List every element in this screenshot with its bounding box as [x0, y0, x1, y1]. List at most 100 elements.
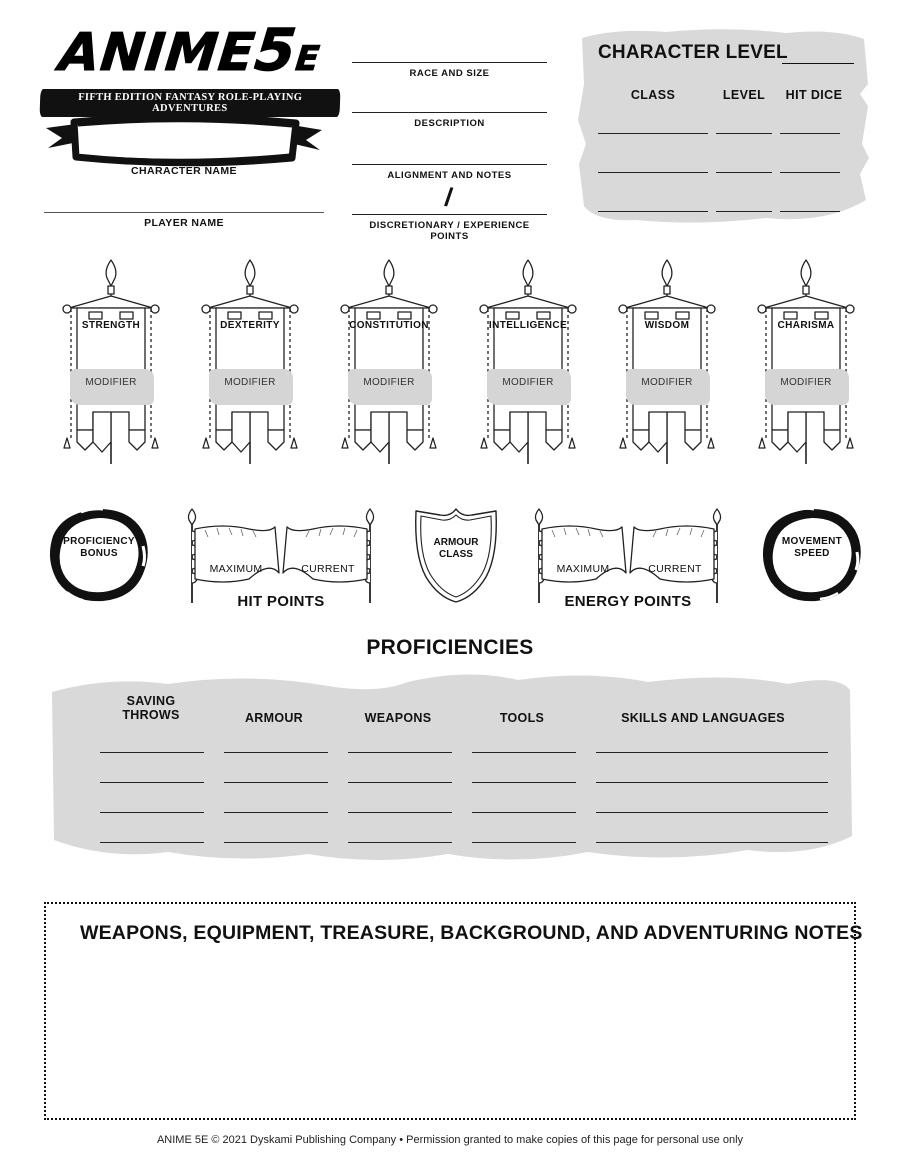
class-input-line-2[interactable]: [598, 172, 708, 173]
ability-name-wisdom: WISDOM: [644, 320, 690, 331]
flag-pair-icon: [534, 508, 722, 603]
flag-pair-icon: [187, 508, 375, 603]
level-input-line-2[interactable]: [716, 172, 772, 173]
hit-points-title: HIT POINTS: [237, 593, 325, 610]
brush-circle-icon: [762, 506, 861, 602]
energy-points-current-label: CURRENT: [648, 563, 702, 575]
saving-throws-line-2[interactable]: [100, 782, 204, 783]
ability-name-constitution: CONSTITUTION: [349, 320, 429, 331]
banner-icon: [62, 259, 160, 464]
modifier-box-wisdom[interactable]: [626, 369, 710, 405]
modifier-label-strength: MODIFIER: [85, 377, 137, 388]
movement-speed-label: MOVEMENT SPEED: [760, 536, 864, 560]
xp-slash-mark: /: [443, 181, 455, 213]
saving-throws-line-3[interactable]: [100, 812, 204, 813]
ability-name-charisma: CHARISMA: [777, 320, 835, 331]
modifier-box-constitution[interactable]: [348, 369, 432, 405]
armour-line-3[interactable]: [224, 812, 328, 813]
hit-dice-input-line-2[interactable]: [780, 172, 840, 173]
weapons-line-1[interactable]: [348, 752, 452, 753]
tools-line-3[interactable]: [472, 812, 576, 813]
level-input-line-3[interactable]: [716, 211, 772, 212]
character-name-label: CHARACTER NAME: [131, 165, 237, 177]
banner-icon: [479, 259, 577, 464]
armour-line-1[interactable]: [224, 752, 328, 753]
ability-banner-strength[interactable]: STRENGTH MODIFIER: [45, 252, 177, 472]
race-and-size-input-line[interactable]: [352, 62, 547, 63]
class-input-line-3[interactable]: [598, 211, 708, 212]
character-level-panel: [576, 24, 872, 230]
skills-and-languages-line-4[interactable]: [596, 842, 828, 843]
saving-throws-line-1[interactable]: [100, 752, 204, 753]
class-input-line-1[interactable]: [598, 133, 708, 134]
modifier-box-charisma[interactable]: [765, 369, 849, 405]
proficiency-bonus-circle[interactable]: PROFICIENCY BONUS: [47, 506, 151, 604]
ability-banner-constitution[interactable]: CONSTITUTION MODIFIER: [323, 252, 455, 472]
level-input-line-1[interactable]: [716, 133, 772, 134]
column-header-hit-dice: HIT DICE: [785, 88, 843, 102]
tools-line-2[interactable]: [472, 782, 576, 783]
tools-line-4[interactable]: [472, 842, 576, 843]
armour-class-line2: CLASS: [439, 549, 473, 560]
gray-paint-swatch: [578, 29, 869, 223]
modifier-box-dexterity[interactable]: [209, 369, 293, 405]
player-name-label: PLAYER NAME: [144, 217, 224, 229]
shield-icon: [415, 508, 497, 603]
modifier-box-intelligence[interactable]: [487, 369, 571, 405]
banner-icon: [757, 259, 855, 464]
prof-column-header-tools: TOOLS: [499, 711, 545, 725]
skills-and-languages-line-1[interactable]: [596, 752, 828, 753]
ability-name-dexterity: DEXTERITY: [220, 320, 280, 331]
weapons-line-3[interactable]: [348, 812, 452, 813]
tools-line-1[interactable]: [472, 752, 576, 753]
description-label: DESCRIPTION: [414, 118, 485, 129]
energy-points-group[interactable]: MAXIMUM CURRENT ENERGY POINTS: [530, 503, 726, 613]
prof-column-header-weapons: WEAPONS: [364, 711, 432, 725]
ability-banner-charisma[interactable]: CHARISMA MODIFIER: [740, 252, 872, 472]
adventuring-notes-box[interactable]: [44, 902, 856, 1120]
column-header-level: LEVEL: [722, 88, 766, 102]
movement-speed-circle[interactable]: MOVEMENT SPEED: [760, 506, 864, 604]
experience-points-input-line[interactable]: [352, 214, 547, 215]
alignment-and-notes-input-line[interactable]: [352, 164, 547, 165]
hit-points-group[interactable]: MAXIMUM CURRENT HIT POINTS: [183, 503, 379, 613]
armour-class-shield[interactable]: ARMOUR CLASS: [410, 505, 502, 605]
character-name-ribbon[interactable]: [34, 112, 334, 174]
movement-speed-line1: MOVEMENT: [781, 536, 843, 547]
skills-and-languages-line-3[interactable]: [596, 812, 828, 813]
armour-class-line1: ARMOUR: [433, 537, 479, 548]
skills-and-languages-line-2[interactable]: [596, 782, 828, 783]
modifier-box-strength[interactable]: [70, 369, 154, 405]
banner-icon: [618, 259, 716, 464]
proficiencies-title: PROFICIENCIES: [366, 636, 534, 659]
ability-banner-wisdom[interactable]: WISDOM MODIFIER: [601, 252, 733, 472]
ability-banner-dexterity[interactable]: DEXTERITY MODIFIER: [184, 252, 316, 472]
hit-dice-input-line-1[interactable]: [780, 133, 840, 134]
saving-throws-line-4[interactable]: [100, 842, 204, 843]
adventuring-notes-title: WEAPONS, EQUIPMENT, TREASURE, BACKGROUND…: [80, 922, 863, 944]
modifier-label-intelligence: MODIFIER: [502, 377, 554, 388]
modifier-label-charisma: MODIFIER: [780, 377, 832, 388]
modifier-label-dexterity: MODIFIER: [224, 377, 276, 388]
banner-icon: [340, 259, 438, 464]
weapons-line-4[interactable]: [348, 842, 452, 843]
player-name-input-line[interactable]: [44, 212, 324, 213]
logo-wordmark: ANIME5E: [37, 16, 344, 87]
proficiency-bonus-line1: PROFICIENCY: [63, 536, 135, 547]
ability-banner-intelligence[interactable]: INTELLIGENCE MODIFIER: [462, 252, 594, 472]
weapons-line-2[interactable]: [348, 782, 452, 783]
prof-column-header-armour: ARMOUR: [244, 711, 304, 725]
character-level-input-line[interactable]: [782, 63, 854, 64]
hit-dice-input-line-3[interactable]: [780, 211, 840, 212]
saving-throws-line1: SAVING: [126, 694, 176, 708]
footer-copyright: ANIME 5E © 2021 Dyskami Publishing Compa…: [156, 1134, 744, 1146]
experience-points-label: DISCRETIONARY / EXPERIENCE POINTS: [369, 220, 530, 242]
armour-line-2[interactable]: [224, 782, 328, 783]
prof-column-header-saving-throws: SAVING THROWS: [104, 694, 198, 722]
armour-line-4[interactable]: [224, 842, 328, 843]
alignment-and-notes-label: ALIGNMENT AND NOTES: [387, 170, 512, 181]
proficiency-bonus-label: PROFICIENCY BONUS: [47, 536, 151, 560]
description-input-line[interactable]: [352, 112, 547, 113]
ability-name-strength: STRENGTH: [81, 320, 141, 331]
